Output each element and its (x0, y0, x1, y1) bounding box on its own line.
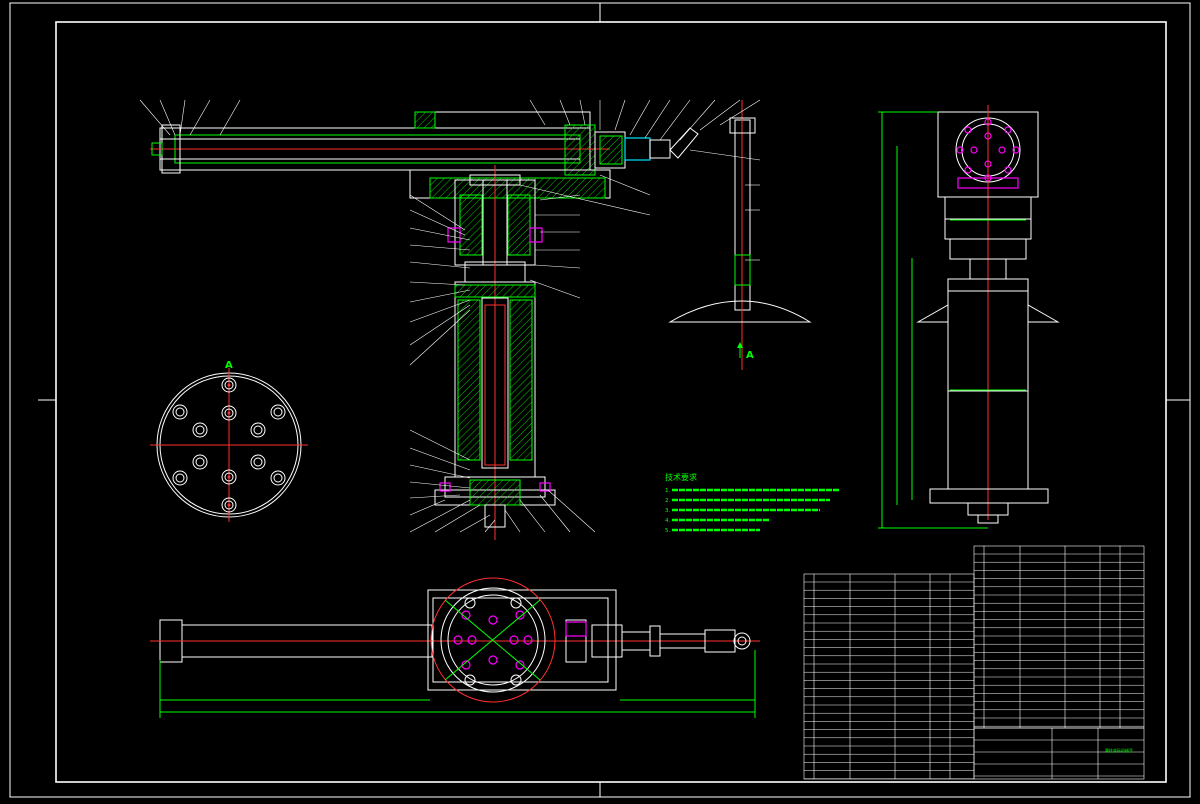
notes-line: 5. (665, 528, 670, 534)
side-view (878, 105, 1060, 529)
parts-list-rows (804, 553, 1144, 780)
top-view (150, 577, 760, 718)
notes-line: 2. (665, 498, 670, 504)
drawing-name: 圆柱坐标机械手 (1105, 747, 1133, 753)
view-a-flange: A (150, 360, 308, 522)
notes-title: 技术要求 (665, 472, 697, 482)
sheet-border (9, 2, 1191, 798)
view-arrow-label: A (746, 350, 754, 361)
notes-line: 3. (665, 508, 670, 514)
view-a-label: A (225, 360, 233, 371)
notes-line: 1. (665, 488, 670, 494)
gripper-assembly: A (668, 100, 812, 370)
technical-notes: 技术要求 1. 2. 3. 4. 5. (665, 472, 840, 534)
notes-line: 4. (665, 518, 670, 524)
parts-list (803, 545, 1145, 780)
part-balloons (139, 99, 761, 533)
front-section-view (150, 111, 671, 540)
title-block: 圆柱坐标机械手 (1105, 747, 1133, 753)
